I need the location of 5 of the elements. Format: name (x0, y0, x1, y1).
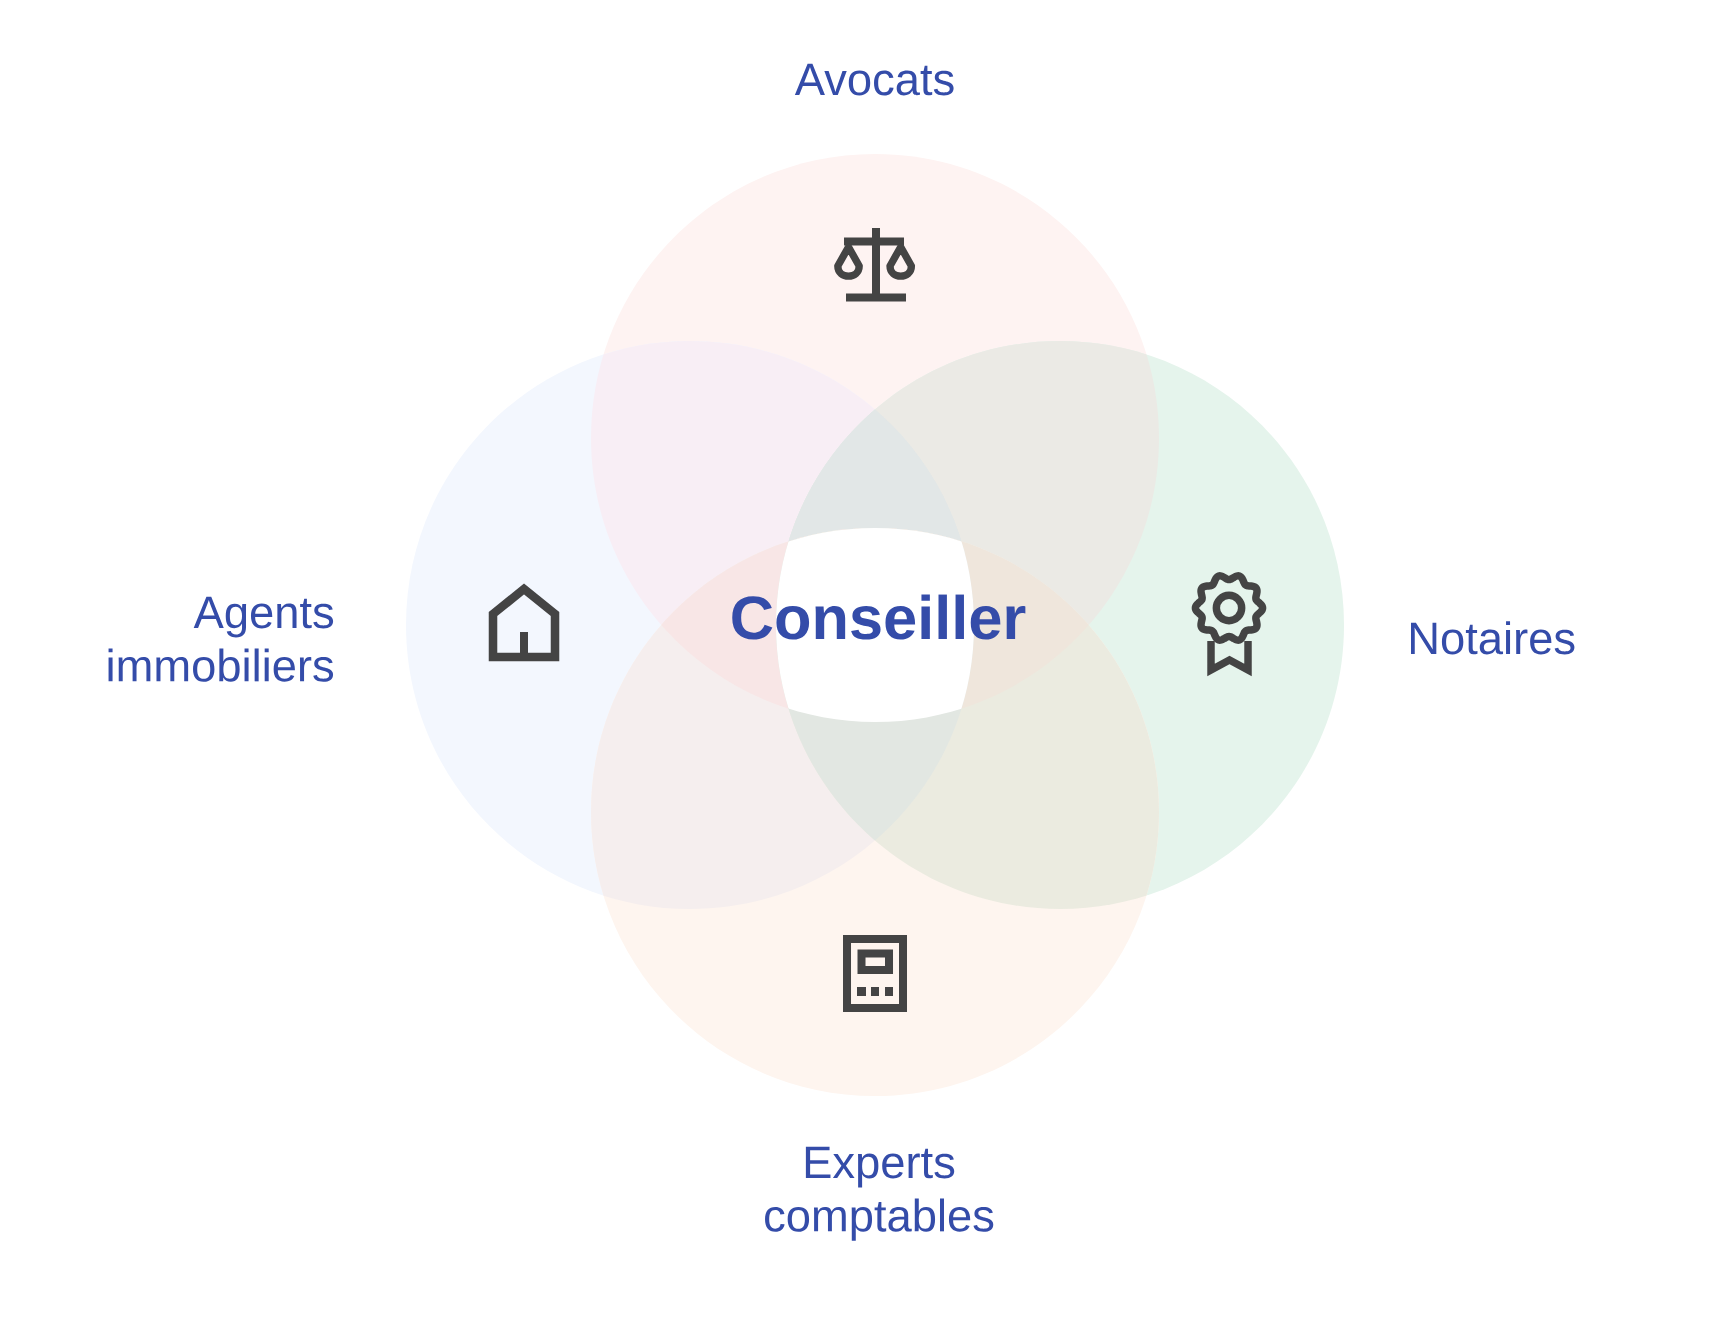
category-label: Experts comptables (765, 1146, 994, 1241)
category-label: Agents immobiliers (108, 596, 334, 682)
category-label: Avocats (794, 63, 954, 96)
intersection-area: Conseiller (732, 528, 1026, 722)
category-label: Notaires (1411, 621, 1575, 655)
